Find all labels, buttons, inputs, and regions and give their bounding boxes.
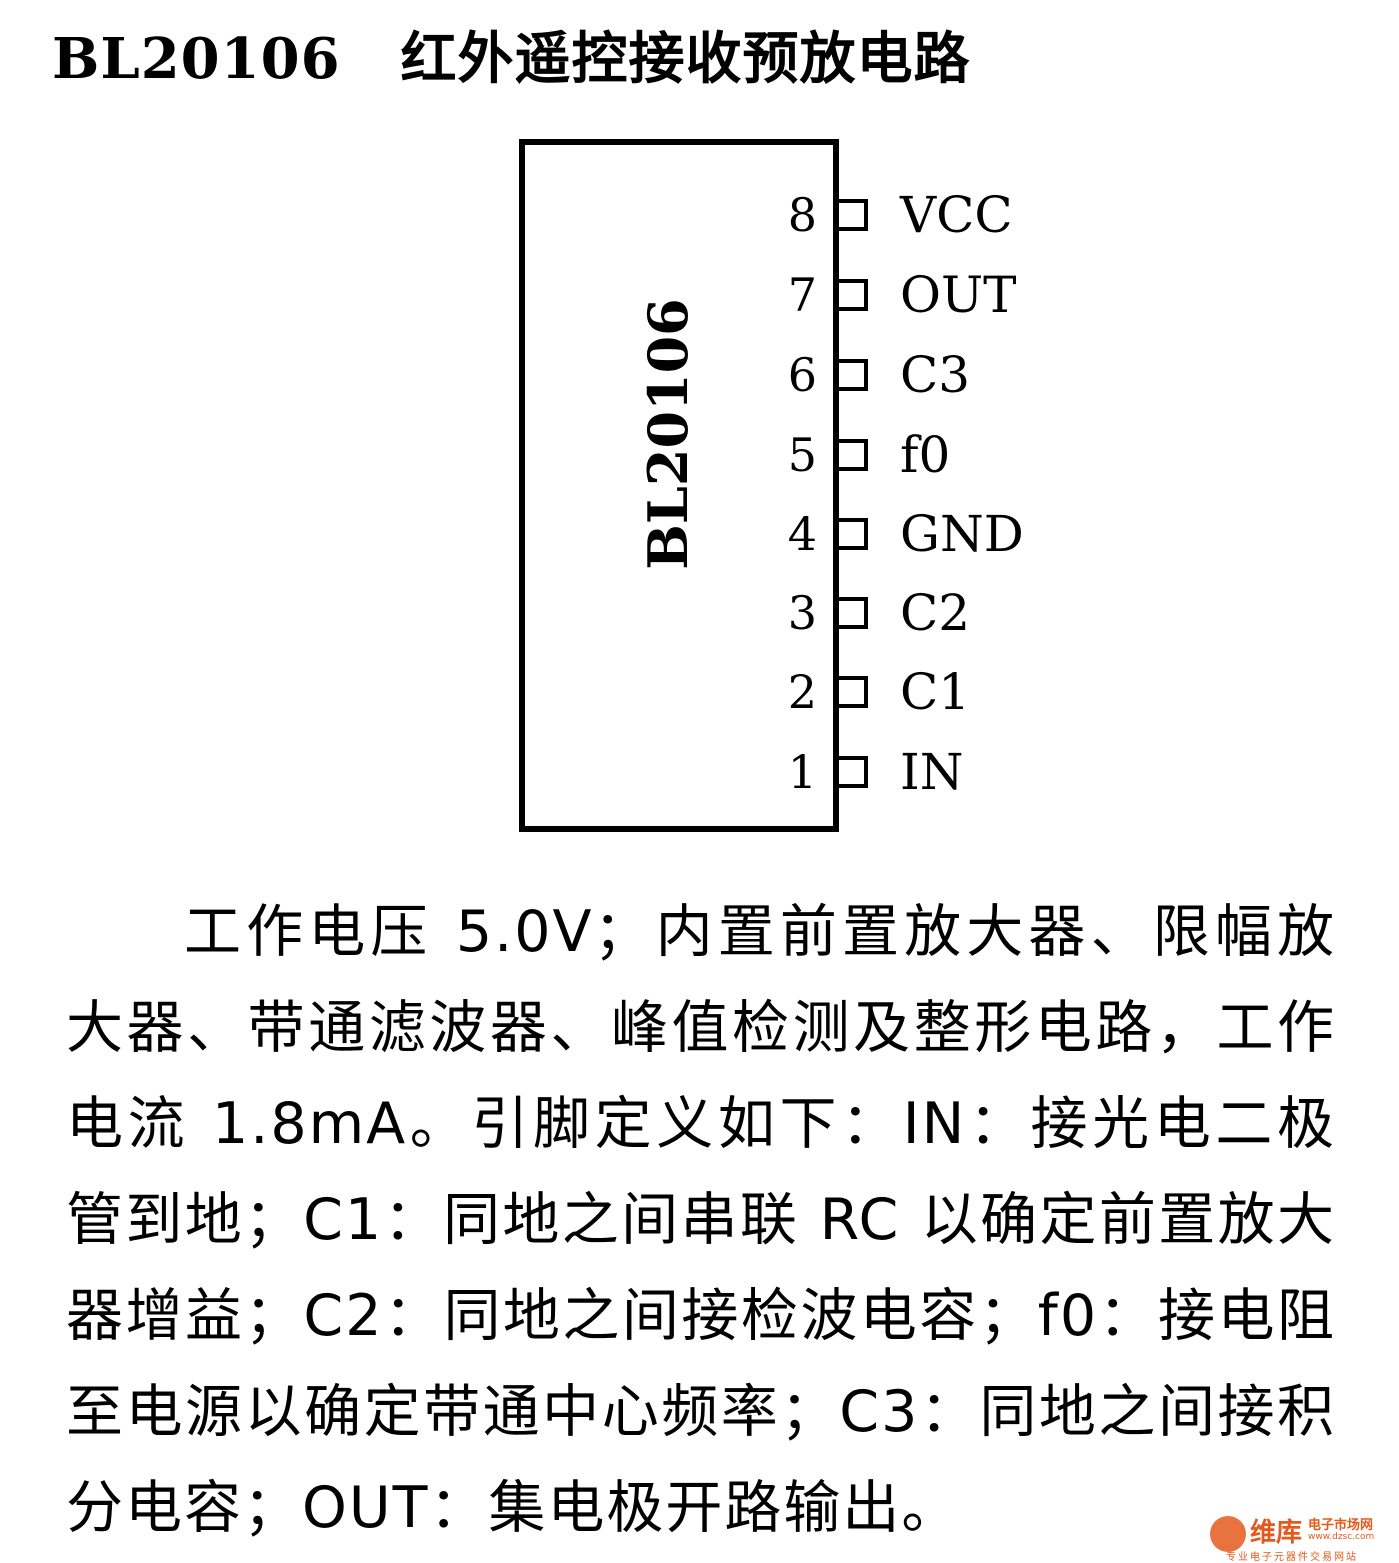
pin-name: C2 [900,584,971,642]
watermark-tagline: 专业电子元器件交易网站 [1226,1552,1358,1563]
pin-name: IN [900,743,964,801]
pin-number: 3 [787,586,817,640]
pin-name: VCC [900,186,1013,244]
diagram-title: BL20106 红外遥控接收预放电路 [52,14,971,95]
pin-terminal [836,597,868,629]
pin-name: C3 [900,346,971,404]
title-part-number: BL20106 [52,26,341,92]
ic-package-body [519,139,839,832]
pin-name: OUT [900,266,1017,324]
pin-terminal [836,518,868,550]
pin-name: f0 [900,426,951,484]
pin-number: 8 [787,188,817,242]
pin-terminal [836,676,868,708]
pin-number: 6 [787,348,817,402]
watermark-market: 电子市场网 [1308,1518,1374,1533]
pin-terminal [836,439,868,471]
pin-number: 4 [787,507,817,561]
watermark-logo-icon [1210,1516,1246,1552]
description-paragraph: 工作电压 5.0V；内置前置放大器、限幅放大器、带通滤波器、峰值检测及整形电路，… [66,899,1336,1541]
pin-terminal [836,756,868,788]
pin-terminal [836,199,868,231]
title-circuit-name: 红外遥控接收预放电路 [400,27,971,92]
pin-name: GND [900,505,1024,563]
ic-part-label: BL20106 [636,298,700,570]
watermark-brand: 维库 [1250,1518,1303,1548]
pin-number: 5 [787,428,817,482]
pin-terminal [836,359,868,391]
pin-terminal [836,279,868,311]
site-watermark: 维库 电子市场网 www.dzsc.com 专业电子元器件交易网站 [1210,1510,1398,1563]
watermark-url: www.dzsc.com [1308,1532,1375,1542]
pin-number: 2 [787,665,817,719]
pin-name: C1 [900,663,971,721]
pin-number: 1 [787,745,817,799]
pin-number: 7 [787,268,817,322]
